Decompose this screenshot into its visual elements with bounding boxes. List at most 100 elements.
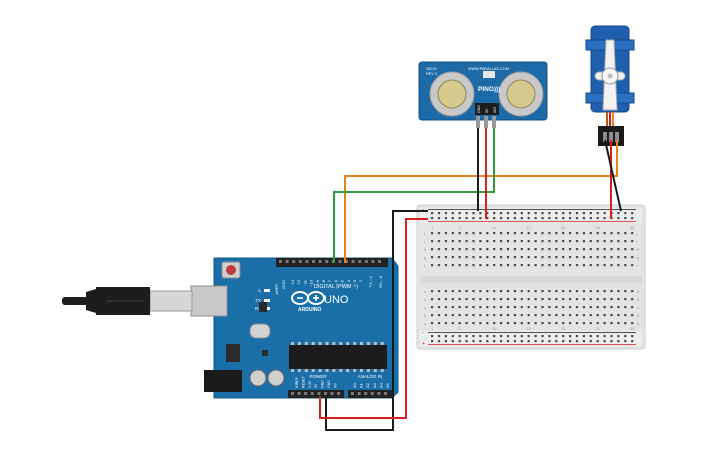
digital-pin-hole[interactable] bbox=[298, 260, 302, 263]
terminal-hole[interactable] bbox=[589, 248, 592, 251]
terminal-hole[interactable] bbox=[451, 248, 454, 251]
terminal-hole[interactable] bbox=[596, 248, 599, 251]
terminal-hole[interactable] bbox=[582, 256, 585, 259]
terminal-hole[interactable] bbox=[513, 232, 516, 235]
rail-hole[interactable] bbox=[520, 335, 523, 338]
terminal-hole[interactable] bbox=[555, 248, 558, 251]
terminal-hole[interactable] bbox=[500, 232, 503, 235]
terminal-hole[interactable] bbox=[527, 256, 530, 259]
wire-servo-gnd[interactable] bbox=[604, 139, 622, 212]
rail-hole[interactable] bbox=[506, 217, 510, 220]
terminal-hole[interactable] bbox=[569, 264, 572, 267]
terminal-hole[interactable] bbox=[520, 232, 523, 235]
rail-hole[interactable] bbox=[506, 212, 510, 215]
rail-hole[interactable] bbox=[548, 335, 551, 338]
usb-cable-icon[interactable] bbox=[62, 287, 193, 315]
rail-hole[interactable] bbox=[589, 335, 592, 338]
rail-hole[interactable] bbox=[631, 217, 634, 220]
analog-pin-hole[interactable] bbox=[357, 392, 361, 395]
terminal-hole[interactable] bbox=[534, 314, 537, 317]
terminal-hole[interactable] bbox=[603, 306, 606, 309]
terminal-hole[interactable] bbox=[472, 240, 475, 243]
analog-header[interactable] bbox=[348, 390, 392, 398]
terminal-hole[interactable] bbox=[575, 290, 579, 293]
terminal-hole[interactable] bbox=[589, 240, 592, 243]
terminal-hole[interactable] bbox=[465, 314, 468, 317]
terminal-hole[interactable] bbox=[520, 306, 523, 309]
rail-hole[interactable] bbox=[437, 212, 441, 215]
terminal-hole[interactable] bbox=[603, 314, 606, 317]
rail-hole[interactable] bbox=[479, 335, 482, 338]
terminal-hole[interactable] bbox=[575, 306, 579, 309]
terminal-hole[interactable] bbox=[617, 306, 620, 309]
terminal-hole[interactable] bbox=[534, 298, 537, 301]
terminal-hole[interactable] bbox=[479, 248, 482, 251]
terminal-hole[interactable] bbox=[569, 248, 572, 251]
rail-hole[interactable] bbox=[506, 335, 510, 338]
rail-hole[interactable] bbox=[520, 217, 523, 220]
terminal-hole[interactable] bbox=[617, 264, 620, 267]
terminal-hole[interactable] bbox=[493, 322, 496, 325]
terminal-hole[interactable] bbox=[451, 314, 454, 317]
rail-hole[interactable] bbox=[472, 335, 475, 338]
terminal-hole[interactable] bbox=[500, 298, 503, 301]
rail-hole[interactable] bbox=[458, 217, 461, 220]
analog-pin-hole[interactable] bbox=[364, 392, 368, 395]
terminal-hole[interactable] bbox=[513, 256, 516, 259]
rail-hole[interactable] bbox=[437, 335, 441, 338]
terminal-hole[interactable] bbox=[500, 322, 503, 325]
terminal-hole[interactable] bbox=[582, 248, 585, 251]
terminal-hole[interactable] bbox=[582, 322, 585, 325]
terminal-hole[interactable] bbox=[575, 248, 579, 251]
terminal-hole[interactable] bbox=[541, 306, 544, 309]
terminal-hole[interactable] bbox=[575, 298, 579, 301]
terminal-hole[interactable] bbox=[610, 264, 613, 267]
terminal-hole[interactable] bbox=[479, 232, 482, 235]
rail-hole[interactable] bbox=[603, 217, 606, 220]
rail-hole[interactable] bbox=[589, 212, 592, 215]
rail-hole[interactable] bbox=[527, 217, 530, 220]
terminal-hole[interactable] bbox=[465, 290, 468, 293]
breadboard-holes[interactable] bbox=[431, 212, 634, 343]
terminal-hole[interactable] bbox=[589, 322, 592, 325]
terminal-hole[interactable] bbox=[527, 232, 530, 235]
terminal-hole[interactable] bbox=[569, 322, 572, 325]
rail-hole[interactable] bbox=[431, 212, 434, 215]
rail-hole[interactable] bbox=[575, 217, 579, 220]
terminal-hole[interactable] bbox=[472, 264, 475, 267]
rail-hole[interactable] bbox=[569, 335, 572, 338]
terminal-hole[interactable] bbox=[596, 314, 599, 317]
power-pin-hole[interactable] bbox=[291, 392, 294, 395]
rail-hole[interactable] bbox=[589, 217, 592, 220]
terminal-hole[interactable] bbox=[513, 264, 516, 267]
rail-hole[interactable] bbox=[458, 212, 461, 215]
terminal-hole[interactable] bbox=[527, 240, 530, 243]
rail-hole[interactable] bbox=[541, 340, 544, 343]
terminal-hole[interactable] bbox=[493, 290, 496, 293]
terminal-hole[interactable] bbox=[624, 256, 627, 259]
rail-hole[interactable] bbox=[513, 217, 516, 220]
terminal-hole[interactable] bbox=[500, 256, 503, 259]
terminal-hole[interactable] bbox=[472, 306, 475, 309]
rail-hole[interactable] bbox=[555, 335, 558, 338]
digital-pin-hole[interactable] bbox=[378, 260, 381, 263]
terminal-hole[interactable] bbox=[513, 322, 516, 325]
terminal-hole[interactable] bbox=[589, 264, 592, 267]
wire-servo-signal[interactable] bbox=[344, 140, 618, 263]
terminal-hole[interactable] bbox=[534, 322, 537, 325]
terminal-hole[interactable] bbox=[472, 322, 475, 325]
rail-hole[interactable] bbox=[596, 340, 599, 343]
terminal-hole[interactable] bbox=[520, 298, 523, 301]
terminal-hole[interactable] bbox=[431, 256, 434, 259]
rail-hole[interactable] bbox=[500, 335, 503, 338]
terminal-hole[interactable] bbox=[562, 248, 565, 251]
rail-hole[interactable] bbox=[624, 217, 627, 220]
rail-hole[interactable] bbox=[541, 217, 544, 220]
terminal-hole[interactable] bbox=[575, 322, 579, 325]
terminal-hole[interactable] bbox=[444, 264, 447, 267]
terminal-hole[interactable] bbox=[582, 306, 585, 309]
rail-hole[interactable] bbox=[603, 335, 606, 338]
terminal-hole[interactable] bbox=[555, 256, 558, 259]
terminal-hole[interactable] bbox=[437, 264, 441, 267]
terminal-hole[interactable] bbox=[541, 248, 544, 251]
